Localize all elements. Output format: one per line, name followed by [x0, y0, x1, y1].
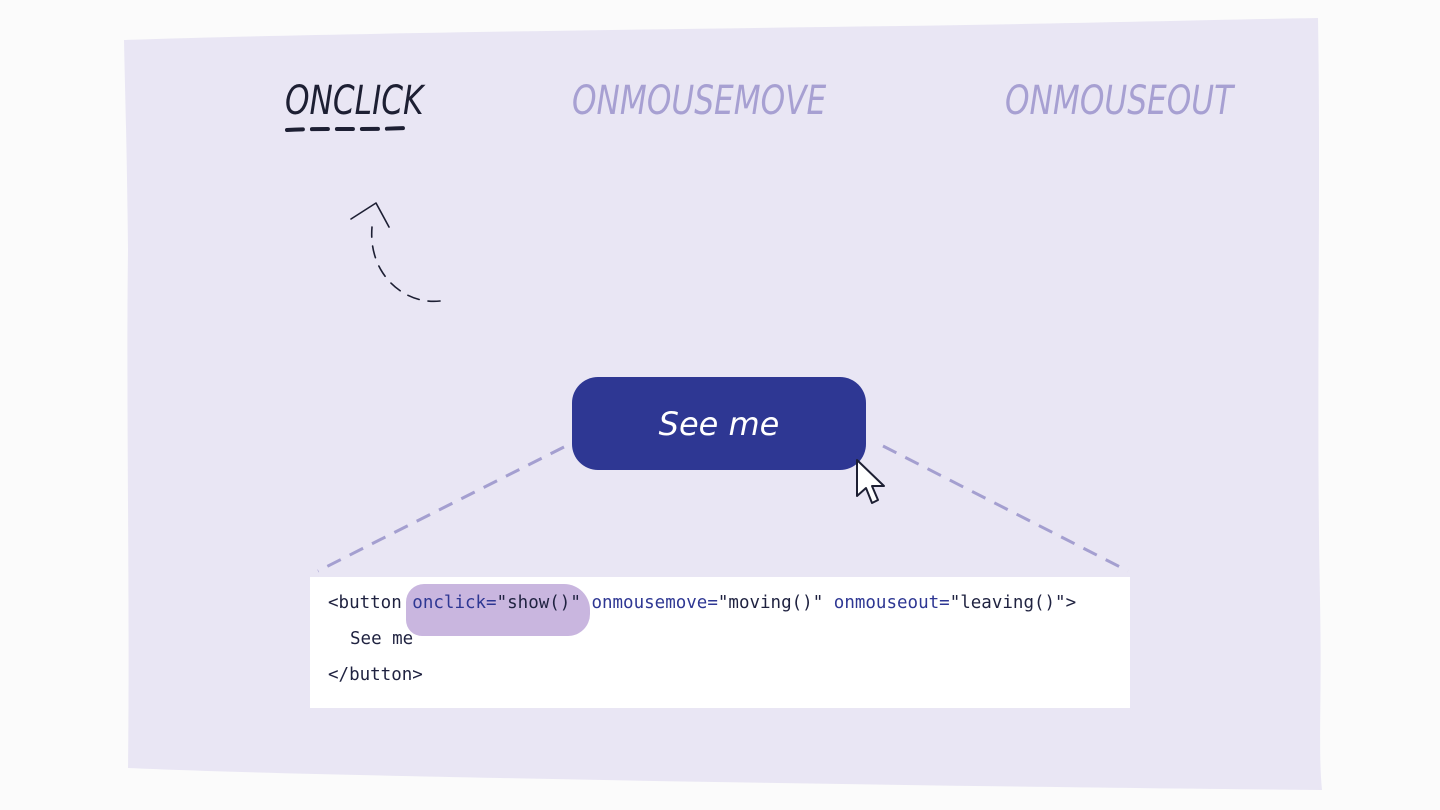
highlight-marker — [406, 584, 591, 636]
tab-onclick[interactable]: ONCLICK — [285, 78, 424, 124]
code-attr-onclick: onclick= — [412, 593, 497, 613]
code-value-moving: "moving()" — [717, 593, 824, 613]
code-tag-close: > — [1065, 593, 1077, 613]
mouse-pointer-icon — [856, 459, 885, 504]
code-highlight: onclick="show()" — [406, 584, 591, 636]
code-value-show: "show()" — [496, 593, 581, 613]
code-line-2: See me — [350, 629, 414, 649]
curved-arrow-icon — [350, 202, 441, 303]
code-space-2 — [823, 593, 834, 613]
tab-onmousemove[interactable]: ONMOUSEMOVE — [572, 78, 827, 124]
code-attr-onmousemove: onmousemove= — [591, 593, 718, 613]
active-tab-underline — [285, 126, 409, 132]
code-line-1: <button onclick="show()" onmousemove="mo… — [328, 584, 1077, 636]
code-snippet-panel: <button onclick="show()" onmousemove="mo… — [310, 577, 1130, 708]
tab-onmouseout[interactable]: ONMOUSEOUT — [1005, 78, 1234, 124]
code-value-leaving: "leaving()" — [949, 593, 1066, 613]
code-line-3: </button> — [328, 665, 423, 685]
code-tag-open: <button — [328, 593, 413, 613]
code-attr-onmouseout: onmouseout= — [833, 593, 950, 613]
see-me-button[interactable]: See me — [572, 377, 866, 470]
